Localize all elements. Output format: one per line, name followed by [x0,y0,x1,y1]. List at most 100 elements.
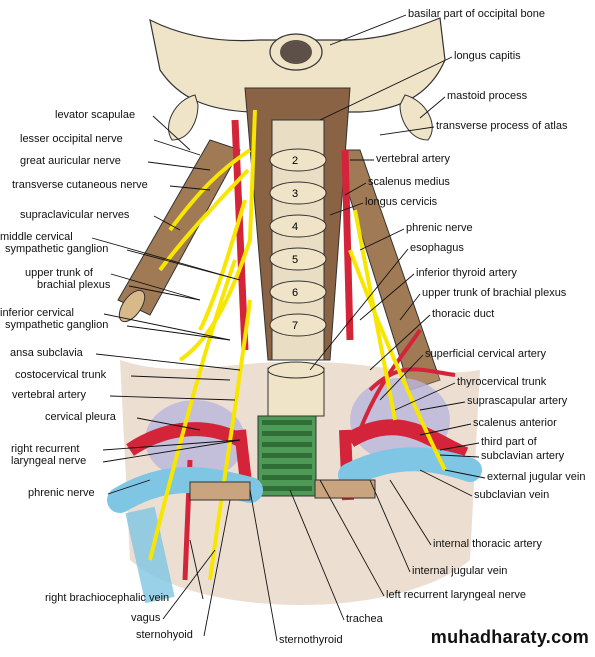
leader-line-basilar [329,14,407,46]
leader-line-third-part-1 [439,442,480,451]
occipital-cancellous-bone [280,40,312,64]
label-scalenus-anterior: scalenus anterior [473,417,557,429]
leader-line-great-auricular [147,161,211,171]
vertebra-number: 7 [292,320,298,332]
leader-line-inferior-cervical-2 [126,325,231,341]
leader-line-left-recurrent [319,479,385,597]
vertebra-number: 5 [292,254,298,266]
label-longus-capitis: longus capitis [454,50,521,62]
trachea-ring [262,420,312,425]
leader-line-mastoid [419,96,446,119]
phrenic-nerve-left [148,259,237,561]
label-trachea: trachea [346,613,383,625]
leader-line-transverse-atlas [379,126,435,136]
mastoid-process-right [399,94,433,141]
vertebra-number: 6 [292,287,298,299]
label-suprascapular: suprascapular artery [467,395,568,407]
label-upper-trunk-l1: upper trunk of [25,267,93,279]
watermark: muhadharaty.com [430,627,589,647]
leader-line-vagus [162,549,216,620]
trachea-ring [262,475,312,480]
leader-line-right-recurrent-2 [102,439,241,463]
leader-line-longus-cervicis [329,202,364,216]
vertebra-body [269,247,327,271]
vagus-nerve [208,299,252,581]
label-levator: levator scapulae [55,109,136,121]
label-third-part-2: subclavian artery [481,450,565,462]
vertebra-number: 4 [292,221,298,233]
esophagus-top [267,361,325,379]
label-internal-jugular: internal jugular vein [412,565,508,577]
leader-line-right-brachiocephalic [189,539,204,600]
leader-line-thoracic-duct [369,314,431,371]
leader-line-scalenus-medius [344,182,367,196]
label-subclavian-vein: subclavian vein [474,489,550,501]
leader-line-trachea [289,489,345,621]
label-inferior-cervical-1: inferior cervical [0,307,74,319]
leader-line-phrenic-r [359,228,405,251]
label-cervical-pleura: cervical pleura [45,411,116,423]
leader-line-esophagus [309,248,409,371]
label-phrenic-r: phrenic nerve [406,222,473,234]
label-mastoid: mastoid process [447,90,528,102]
vertebra-body [269,214,327,238]
trachea-ring [262,442,312,447]
label-transverse-atlas: transverse process of atlas [436,120,568,132]
nerve-bundle-left-3 [158,168,250,272]
label-sternohyoid: sternohyoid [136,629,193,641]
leader-line-thyrocervical [394,382,456,411]
vertebra-body [269,181,327,205]
label-costocervical: costocervical trunk [15,369,107,381]
label-right-recurrent-1: right recurrent [11,443,80,455]
label-vertebral-artery-r: vertebral artery [376,153,450,165]
leader-line-cervical-pleura [136,417,201,431]
leader-line-vertebral-artery-l [109,395,236,401]
label-thoracic-duct: thoracic duct [432,308,495,320]
leader-line-lesser-occipital [153,139,201,156]
label-thyrocervical: thyrocervical trunk [457,376,547,388]
leader-line-middle-cervical-2 [126,249,241,281]
leader-line-sternohyoid [203,499,231,637]
leader-line-upper-trunk-l2 [128,285,201,301]
label-left-recurrent: left recurrent laryngeal nerve [386,589,527,601]
leader-line-right-recurrent-1 [102,439,241,451]
subclavian-artery-right [345,419,469,463]
leader-line-subclavian-vein [419,469,473,497]
label-right-brachiocephalic: right brachiocephalic vein [45,592,170,604]
label-lesser-occipital: lesser occipital nerve [20,133,123,145]
pleura-left [145,400,245,480]
trachea-ring [262,464,312,469]
sternohyoid-cut [189,481,251,501]
leader-line-scalenus-anterior [419,423,472,436]
leader-line-transverse-cutaneous [169,185,211,191]
label-vagus: vagus [131,612,161,624]
label-superficial-cervical: superficial cervical artery [425,348,547,360]
leader-line-superficial-cervical [379,354,424,401]
leader-line-supraclavicular [153,215,181,231]
trachea-ring [262,453,312,458]
label-right-recurrent-2: laryngeal nerve [11,455,87,467]
vertebral-artery-right [341,149,354,341]
label-phrenic-l: phrenic nerve [28,487,95,499]
nerve-bundle-left-4 [198,199,247,331]
leader-line-upper-trunk-r [399,293,421,321]
inferior-thyroid-artery [358,328,422,431]
leader-line-suprascapular [419,401,466,411]
label-ansa: ansa subclavia [10,347,83,359]
subclavian-vein-right [338,447,482,487]
leader-line-phrenic-l [107,479,151,495]
label-vertebral-artery-l: vertebral artery [12,389,86,401]
label-basilar: basilar part of occipital bone [408,8,545,20]
leader-line-inferior-thyroid [359,273,415,321]
leader-line-upper-trunk-l1 [110,273,201,301]
label-sternothyroid: sternothyroid [279,634,343,646]
nerve-bundle-left-2 [168,148,252,232]
label-supraclavicular: supraclavicular nerves [20,209,130,221]
levator-scapulae-cut-end [118,289,146,323]
label-middle-cervical-1: middle cervical [0,231,73,243]
label-third-part-1: third part of [481,436,537,448]
label-esophagus: esophagus [410,242,464,254]
leader-line-levator [152,115,191,151]
label-upper-trunk-r: upper trunk of brachial plexus [422,287,567,299]
vertebra-number: 3 [292,188,298,200]
